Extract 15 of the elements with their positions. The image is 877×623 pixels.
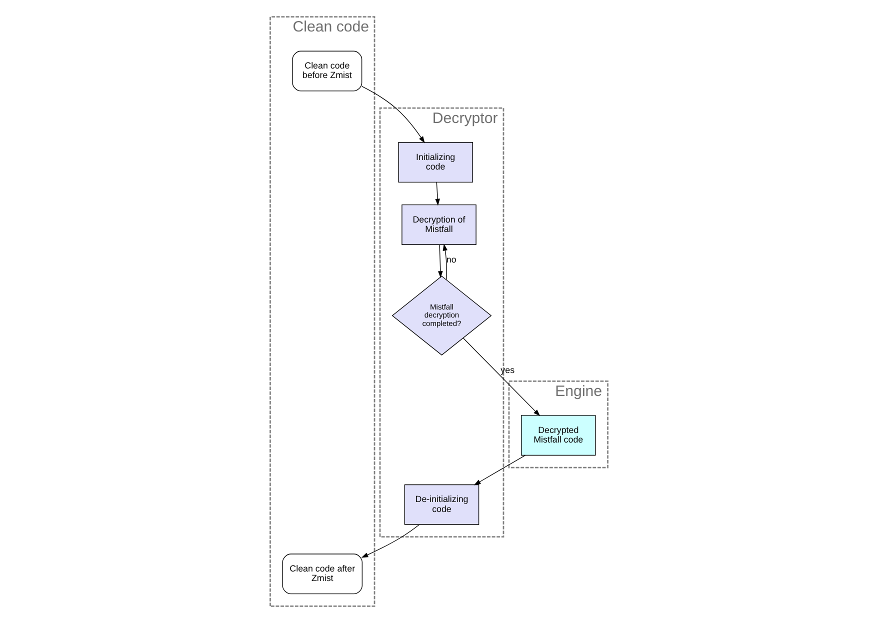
arrow: [361, 86, 424, 144]
arrow: [360, 524, 420, 558]
arrow: [442, 244, 448, 280]
edge-label: no: [446, 254, 456, 265]
node-box: Decrypted Mistfall code: [520, 415, 596, 456]
node-diamond: Mistfall decryption completed?: [391, 276, 492, 356]
node-box: Decryption of Mistfall: [401, 204, 476, 245]
node-box: Clean code before Zmist: [292, 50, 362, 92]
arrow: [438, 244, 442, 278]
arrow: [462, 338, 540, 416]
node-box: Clean code after Zmist: [282, 554, 362, 594]
node-box: Initializing code: [398, 142, 472, 183]
node-box: De-initializing code: [404, 484, 479, 525]
arrow: [434, 182, 440, 206]
arrow: [473, 454, 526, 486]
